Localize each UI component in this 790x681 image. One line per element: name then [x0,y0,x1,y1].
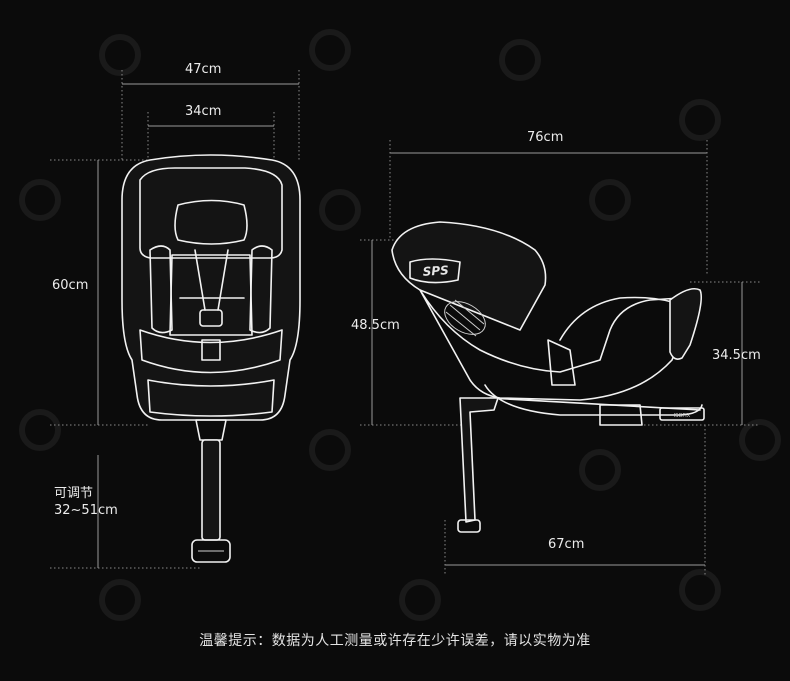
side-total-length-label: 76cm [527,130,564,145]
adjustable-title: 可调节 [54,486,94,501]
side-height-label: 48.5cm [351,318,400,333]
car-seat-side-view [391,221,705,533]
side-dimension-lines [360,140,760,575]
front-height-label: 60cm [52,278,89,293]
front-inner-width-label: 34cm [185,104,222,119]
background-watermark [19,29,781,621]
side-rear-height-label: 34.5cm [712,348,761,363]
isofix-label-text: ISOFIX [674,413,691,419]
front-total-width-label: 47cm [185,62,222,77]
car-seat-front-view [121,154,301,563]
disclaimer-note: 温馨提示：数据为人工测量或许存在少许误差，请以实物为准 [199,633,591,649]
side-logo-text: SPS [422,263,449,279]
adjustable-range-label: 32~51cm [54,503,118,518]
side-base-length-label: 67cm [548,537,585,552]
